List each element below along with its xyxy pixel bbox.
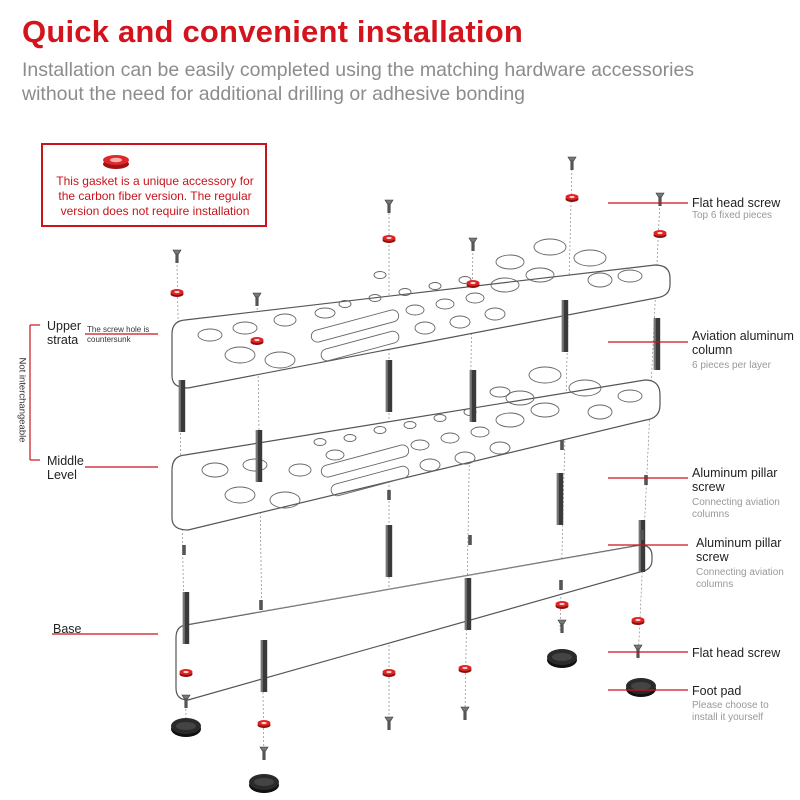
middle-level-label: Middle Level <box>47 454 84 482</box>
aviation-column-label: Aviation aluminum column <box>692 329 794 357</box>
page-subtitle: Installation can be easily completed usi… <box>22 59 695 105</box>
pillar-screw-1-label: Aluminum pillar screw <box>692 466 778 494</box>
pillar-screw-2-label: Aluminum pillar screw <box>696 536 782 564</box>
base-plate <box>175 544 653 701</box>
upper-strata-label: Upper strata <box>47 319 82 347</box>
not-interchangeable-label: Not interchangeable <box>16 357 28 443</box>
leader-lines <box>29 202 688 691</box>
gasket-note-text: This gasket is a unique accessory for th… <box>56 174 254 218</box>
foot-pad-sub: Please choose to install it yourself <box>692 700 769 723</box>
flat-head-screw-top-sub: Top 6 fixed pieces <box>692 210 773 221</box>
foot-pad-label: Foot pad <box>692 684 742 698</box>
flat-head-screw-bottom-label: Flat head screw <box>692 646 781 660</box>
gasket-note-box: This gasket is a unique accessory for th… <box>41 143 267 227</box>
flat-head-screw-top-label: Flat head screw <box>692 196 781 210</box>
pillar-screw-2-sub: Connecting aviation columns <box>696 567 784 590</box>
gasket-icon <box>103 155 129 169</box>
upper-plate <box>171 238 671 389</box>
aviation-column-sub: 6 pieces per layer <box>692 360 771 371</box>
countersunk-note: The screw hole is countersunk <box>87 325 150 344</box>
page-title: Quick and convenient installation <box>22 14 523 49</box>
base-label: Base <box>53 622 82 636</box>
pillar-screw-1-sub: Connecting aviation columns <box>692 497 780 520</box>
middle-plate <box>171 366 661 531</box>
